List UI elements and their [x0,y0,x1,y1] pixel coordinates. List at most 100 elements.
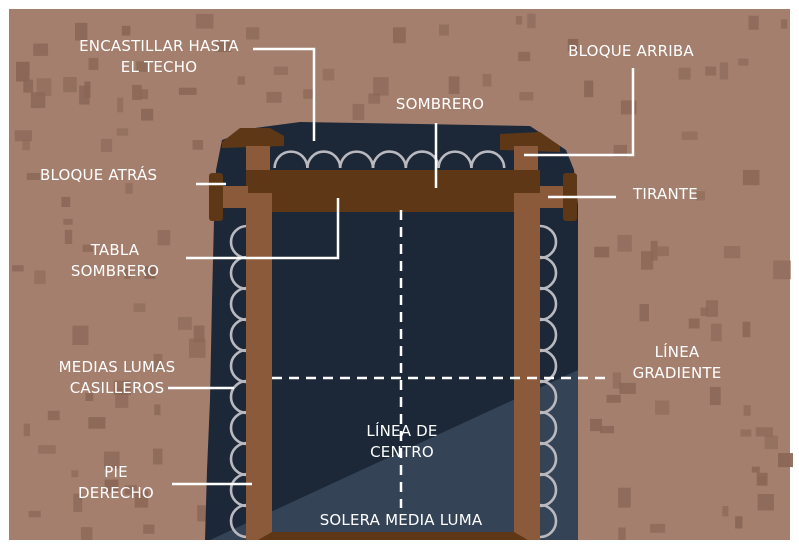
rock-speckle [134,490,149,508]
rock-speckle [368,93,381,104]
label-medias-lumas: MEDIAS LUMAS CASILLEROS [34,357,200,399]
rock-speckle [518,51,531,62]
rock-speckle [757,494,774,511]
rock-speckle [26,173,41,180]
tunnel-lower-shade [210,370,578,540]
rock-speckle [780,19,788,29]
label-linea-centro-line1: LÍNEA DE [366,422,438,440]
rock-speckle [82,244,94,252]
rock-speckle [103,451,120,469]
rock-speckle [751,466,760,473]
rock-speckle [678,67,691,80]
post-left [246,193,272,540]
rock-speckle [144,266,156,279]
label-bloque-atras: BLOQUE ATRÁS [40,166,158,184]
rock-speckle [639,304,649,322]
label-pie-derecho-line1: PIE [104,463,128,481]
lagging-left-arc [229,503,248,539]
rock-speckle [567,38,579,52]
lagging-top-arc [371,150,408,169]
rock-speckle [273,66,288,75]
rock-speckle [192,140,204,150]
rock-speckle [61,196,71,207]
rock-speckle [740,429,752,437]
rock-speckle [38,445,56,454]
lagging-top-arc [338,150,375,169]
rock-speckle [14,130,32,142]
rock-speckle [657,246,669,257]
label-tirante: TIRANTE [633,185,698,203]
rock-speckle [594,246,610,258]
lagging-half-rounds [229,150,558,539]
cap-beam [246,170,540,212]
rock-speckle [80,527,93,545]
rock-speckle [136,61,150,72]
rock-speckle [23,423,30,437]
rock-speckle [195,13,214,29]
rock-speckle [124,485,138,495]
rock-speckle [157,230,171,246]
rock-speckle [71,470,79,478]
rock-speckle [681,131,698,140]
rock-speckle [197,505,207,522]
label-pie-derecho: PIE DERECHO [64,462,168,504]
post-left-cap [246,146,270,172]
rock-speckle [515,16,523,25]
rock-speckle [482,73,492,87]
label-linea-gradiente-line1: LÍNEA [654,343,700,361]
rock-speckle [722,506,729,517]
rock-speckle [773,260,791,280]
rock-speckle [373,77,389,96]
rock-speckle [743,405,751,416]
rock-speckle [125,183,133,194]
rock-speckle [193,325,205,343]
rock-speckle [63,218,73,225]
rock-speckle [618,487,631,508]
label-encastillar: ENCASTILLAR HASTA EL TECHO [48,36,270,78]
rock-speckle [738,58,749,66]
rock-speckle [723,246,741,259]
rock-speckle [22,139,30,151]
rock-speckle [352,103,365,121]
rock-speckle [153,448,163,465]
label-solera: SOLERA MEDIA LUMA [319,511,483,529]
rock-speckle [322,68,335,81]
leader-tabla-sombrero [186,198,340,260]
rock-speckle [85,393,94,401]
label-sombrero: SOMBRERO [395,95,485,113]
label-encastillar-line1: ENCASTILLAR HASTA [79,37,239,55]
rock-speckle [757,476,767,486]
rock-speckle [584,80,594,98]
rock-speckle [599,425,615,434]
rock-speckle [73,493,83,512]
rock-speckle [64,229,73,244]
rock-speckle [606,394,621,403]
rock-speckle [688,318,700,329]
rock-speckle [709,386,721,406]
rock-speckle [650,523,666,533]
rock-speckle [34,270,46,285]
rock-speckle [104,479,119,493]
lagging-right-arc [539,503,558,539]
rock-speckle [133,303,146,312]
rock-speckle [88,57,99,70]
rock-speckle [124,268,131,279]
rock-speckle [618,527,626,541]
rock-speckle [47,410,60,421]
label-linea-centro: LÍNEA DE CENTRO [340,421,464,463]
rock-speckle [778,453,793,468]
rock-speckle [641,251,654,270]
rock-speckle [764,435,778,450]
rock-speckle [650,240,658,261]
rock-speckle [33,43,49,56]
rock-speckle [590,418,602,432]
rock-speckle [141,108,154,121]
rock-speckle [710,323,722,342]
rock-speckle [16,61,30,82]
leader-lines [168,47,635,486]
rock-speckle [742,169,760,186]
rock-speckle [748,15,759,30]
rock-speckle [178,87,197,95]
